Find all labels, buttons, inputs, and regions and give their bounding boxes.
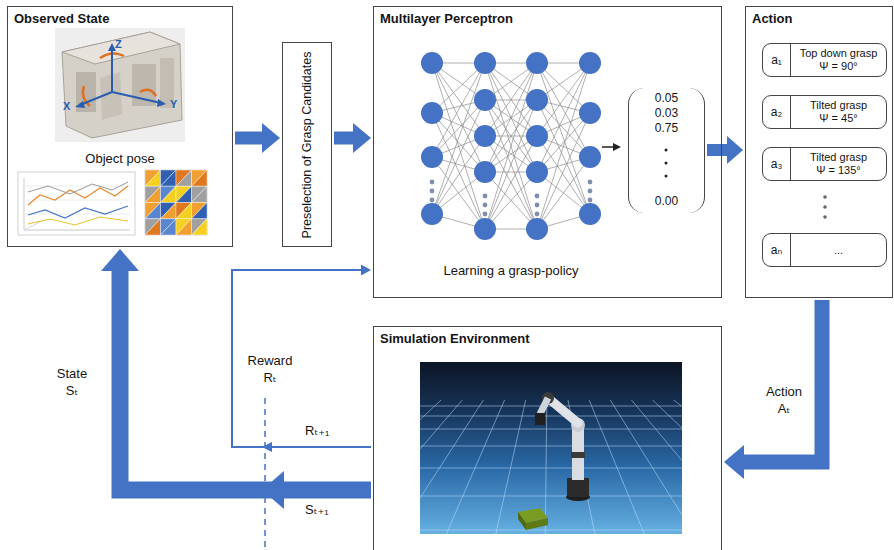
axis-label: Y [170, 98, 177, 110]
action-item: a₃ Tilted graspΨ = 135° [762, 147, 887, 181]
action-ellipsis [823, 195, 827, 219]
action-text: Ψ = 90° [819, 60, 857, 73]
flow-arrow [334, 123, 371, 153]
depth-mosaic [145, 170, 207, 235]
axis-label: Z [115, 38, 122, 50]
arrow-shaft [232, 270, 371, 447]
action-index: aₙ [771, 243, 782, 257]
action-text: ... [834, 244, 843, 257]
action-description-cell: Tilted graspΨ = 135° [791, 148, 886, 180]
edge-label: State Sₜ [53, 365, 91, 399]
neural-network-figure [421, 52, 601, 240]
action-index-cell: aₙ [763, 234, 791, 266]
output-value: 0.75 [629, 121, 704, 136]
action-item: a₂ Tilted graspΨ = 45° [762, 95, 887, 129]
output-value: 0.03 [629, 106, 704, 121]
simulation-render [420, 362, 682, 534]
panel-heading: Action [752, 11, 792, 27]
arrow-shaft [235, 132, 263, 145]
vector-ellipsis [665, 149, 668, 178]
action-description-cell: Tilted graspΨ = 45° [791, 96, 886, 128]
action-item: aₙ... [762, 233, 887, 267]
action-item: a₁ Top down graspΨ = 90° [762, 43, 887, 77]
time-step-divider [264, 398, 266, 548]
output-vector: 0.050.030.75 0.00 [628, 88, 705, 213]
action-text: Top down grasp [800, 47, 878, 60]
arrow-shaft [707, 144, 728, 156]
flow-arrow [101, 249, 371, 490]
arrow-shaft [120, 270, 371, 490]
action-index: a₁ [771, 53, 782, 67]
action-panel: Action a₁ Top down graspΨ = 90° a₂ Tilted gr… [745, 6, 893, 298]
network-panel: Multilayer PerceptronLearning a grasp-po… [373, 6, 722, 298]
action-text: Ψ = 135° [816, 164, 860, 177]
arrow-head [101, 249, 139, 271]
trajectory-chart [18, 172, 135, 235]
panel-heading: Observed State [14, 11, 109, 27]
object-pose-image [55, 28, 185, 142]
action-index-cell: a₂ [763, 96, 791, 128]
action-text: Tilted grasp [810, 99, 867, 112]
arrow-shaft [334, 132, 354, 145]
axis-label: X [63, 100, 70, 112]
action-index-cell: a₃ [763, 148, 791, 180]
arrow-head [353, 123, 371, 153]
arrow-head [724, 445, 744, 479]
output-value: 0.00 [629, 194, 704, 209]
action-index: a₂ [771, 105, 782, 119]
signal-label: Rₜ₊₁ [305, 423, 329, 439]
preselection-box: Preselection of Grasp Candidates [282, 42, 332, 247]
action-description-cell: Top down graspΨ = 90° [791, 44, 886, 76]
vertical-label: Preselection of Grasp Candidates [300, 51, 315, 238]
network-caption: Learning a grasp-policy [411, 263, 611, 279]
flow-arrow [724, 300, 822, 479]
arrow-head [361, 265, 371, 276]
flow-arrow [232, 265, 371, 448]
flow-arrow [235, 123, 280, 153]
arrow-shaft [743, 300, 822, 462]
output-pointer-head [613, 143, 621, 151]
panel-heading: Simulation Environment [380, 331, 530, 347]
action-text: Ψ = 45° [819, 112, 857, 125]
image-caption: Object pose [8, 151, 232, 167]
action-text: Tilted grasp [810, 151, 867, 164]
action-index-cell: a₁ [763, 44, 791, 76]
action-index: a₃ [771, 157, 783, 171]
panel-heading: Multilayer Perceptron [380, 11, 513, 27]
output-pointer [602, 146, 614, 148]
arrow-head [727, 136, 743, 164]
simulation-panel: Simulation Environment [373, 326, 722, 550]
edge-label: Reward Rₜ [245, 352, 295, 386]
edge-label: Action Aₜ [762, 383, 806, 417]
output-value: 0.05 [629, 91, 704, 106]
signal-label: Sₜ₊₁ [305, 502, 329, 518]
arrow-head [262, 123, 280, 153]
action-description-cell: ... [791, 234, 886, 266]
flow-arrow [707, 136, 743, 164]
